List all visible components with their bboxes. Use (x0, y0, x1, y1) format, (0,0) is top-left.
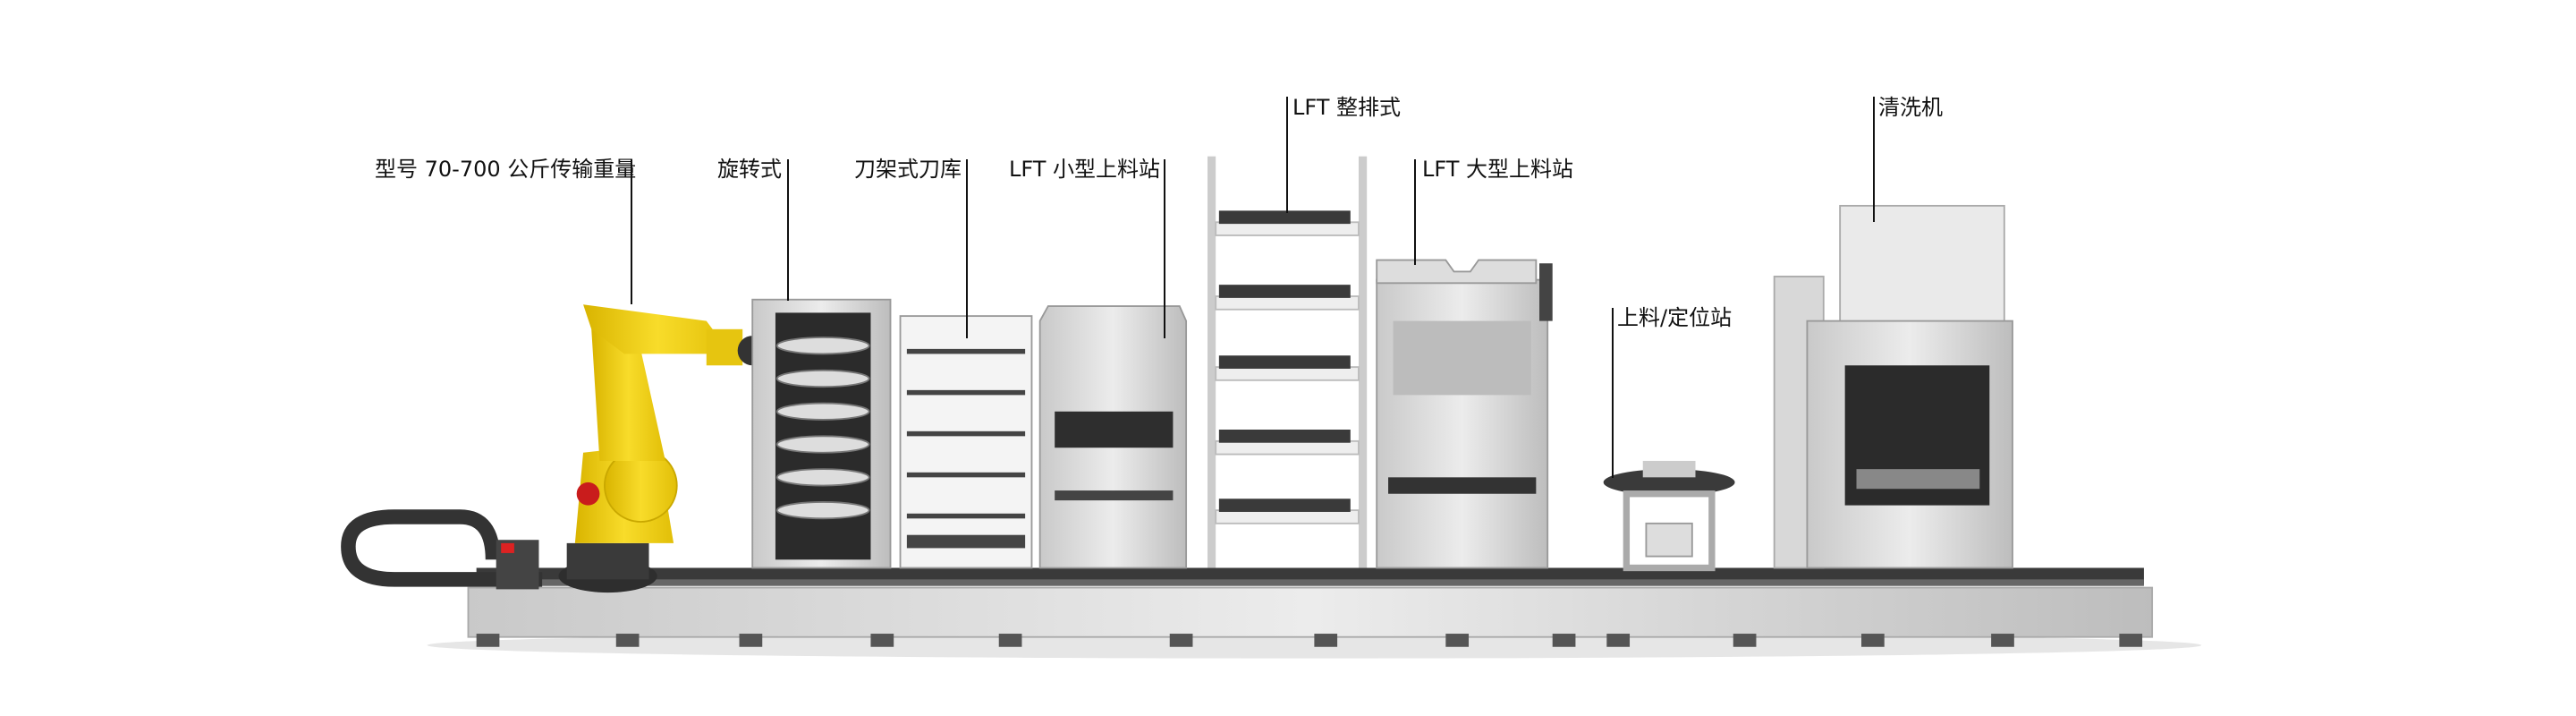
label-loading-station: 上料/定位站 (1617, 305, 1733, 330)
rotary-tool-magazine (751, 298, 892, 569)
leader-line-washer (1873, 97, 1875, 222)
linear-rail (427, 567, 2202, 659)
leader-line-loading-station (1612, 308, 1614, 478)
tool-rack-magazine (899, 315, 1033, 569)
label-lft-small: LFT 小型上料站 (1009, 157, 1161, 182)
leader-line-tool-rack (966, 159, 968, 338)
industrial-robot (496, 304, 767, 593)
lft-small-loading-station (1038, 305, 1188, 569)
leader-line-robot (631, 159, 632, 304)
positioning-station (1603, 460, 1735, 572)
leader-line-lft-large (1414, 159, 1416, 265)
label-lft-row: LFT 整排式 (1292, 95, 1402, 120)
label-lft-large: LFT 大型上料站 (1422, 157, 1574, 182)
leader-line-rotary (787, 159, 789, 301)
label-tool-rack: 刀架式刀库 (854, 157, 962, 182)
lft-row-shelf (1208, 156, 1368, 568)
leader-line-lft-row (1286, 97, 1288, 213)
label-washer: 清洗机 (1878, 95, 1943, 120)
label-robot: 型号 70-700 公斤传输重量 (375, 157, 637, 182)
cable-chain (341, 509, 543, 587)
lft-large-loading-station (1376, 259, 1553, 569)
washing-machine (1773, 204, 2013, 569)
label-rotary: 旋转式 (717, 157, 782, 182)
leader-line-lft-small (1164, 159, 1165, 338)
